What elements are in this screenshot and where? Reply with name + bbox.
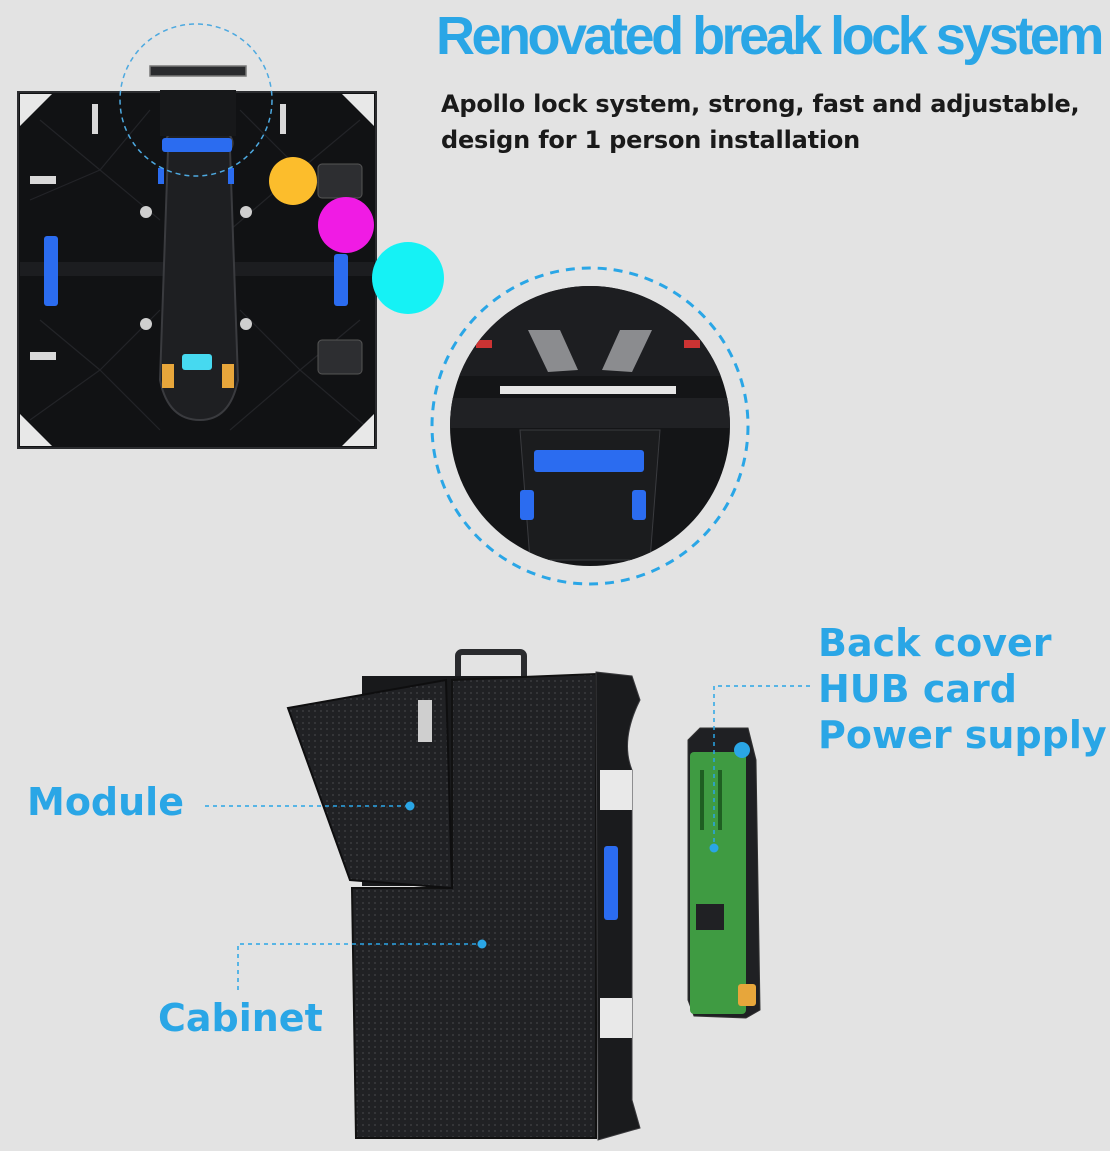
cyan-dot	[372, 242, 444, 314]
subtitle-line-1: Apollo lock system, strong, fast and adj…	[441, 90, 1080, 118]
magenta-dot	[318, 197, 374, 253]
callout-lines	[205, 685, 810, 990]
page-title: Renovated break lock system	[436, 6, 1104, 66]
subtitle: Apollo lock system, strong, fast and adj…	[441, 86, 1109, 158]
subtitle-line-2: design for 1 person installation	[441, 126, 861, 154]
module-label: Module	[27, 780, 184, 824]
cabinet-callout-dot	[477, 939, 487, 949]
exploded-cabinet-view	[286, 649, 761, 1141]
lock-zoom-view	[430, 266, 750, 586]
yellow-dot	[269, 157, 317, 205]
module-callout-dot	[405, 801, 415, 811]
cabinet-label: Cabinet	[158, 996, 323, 1040]
back-parts-labels: Back cover HUB card Power supply	[818, 620, 1107, 758]
back-cover-label: Back cover	[818, 621, 1052, 665]
cabinet-back-view	[17, 23, 377, 449]
power-supply-label: Power supply	[818, 713, 1107, 757]
hub-card-label: HUB card	[818, 667, 1017, 711]
hub-callout-dot	[709, 843, 719, 853]
